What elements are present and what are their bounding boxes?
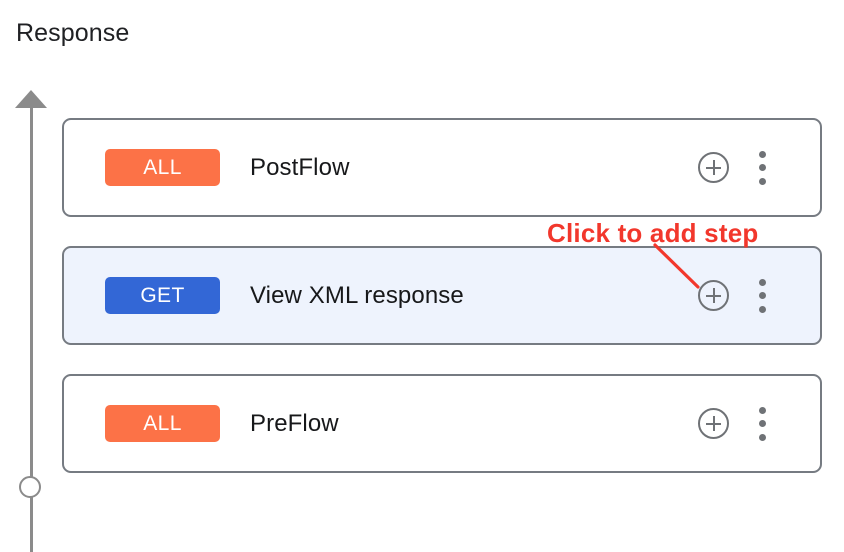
arrow-up-icon [15, 90, 47, 108]
dot [758, 420, 766, 427]
step-label: View XML response [250, 281, 464, 309]
step-list: ALL PostFlow GET View XML response ALL P… [62, 118, 822, 502]
dot [758, 164, 766, 171]
page-title: Response [16, 19, 130, 47]
step-row-view-xml-response[interactable]: GET View XML response [62, 246, 822, 345]
step-row-postflow[interactable]: ALL PostFlow [62, 118, 822, 217]
plus-circle-icon[interactable] [698, 152, 729, 183]
step-row-preflow[interactable]: ALL PreFlow [62, 374, 822, 473]
dot [758, 150, 766, 158]
dot [758, 305, 766, 313]
dot [758, 292, 766, 299]
axis-line [30, 100, 33, 552]
plus-circle-icon[interactable] [698, 408, 729, 439]
method-badge-all: ALL [105, 149, 220, 186]
dot [758, 177, 766, 185]
more-vertical-icon[interactable] [751, 278, 773, 313]
row-actions [698, 150, 773, 185]
step-label: PostFlow [250, 153, 350, 181]
flow-direction-axis [0, 80, 62, 552]
plus-circle-icon[interactable] [698, 280, 729, 311]
method-badge-get: GET [105, 277, 220, 314]
more-vertical-icon[interactable] [751, 406, 773, 441]
dot [758, 278, 766, 286]
annotation-label: Click to add step [547, 218, 759, 248]
dot [758, 406, 766, 414]
step-label: PreFlow [250, 409, 339, 437]
more-vertical-icon[interactable] [751, 150, 773, 185]
circle-endpoint-icon [19, 476, 41, 498]
dot [758, 433, 766, 441]
row-actions [698, 278, 773, 313]
row-actions [698, 406, 773, 441]
method-badge-all: ALL [105, 405, 220, 442]
